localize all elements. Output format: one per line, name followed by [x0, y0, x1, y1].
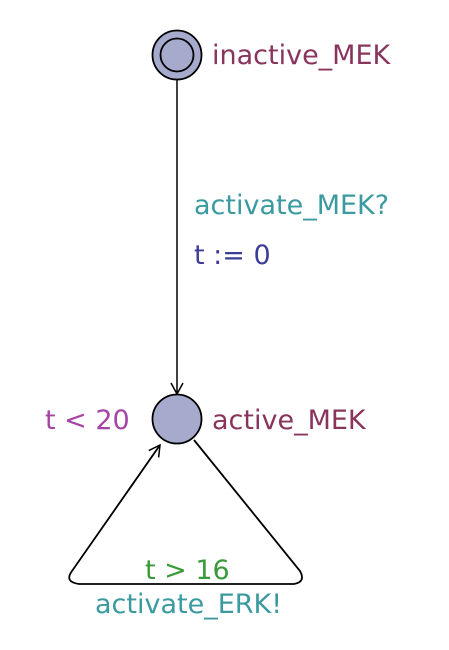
guard-label: t > 16: [145, 555, 230, 586]
location-name-inactive: inactive_MEK: [212, 40, 392, 71]
location-name-active: active_MEK: [212, 405, 367, 436]
location-inactive-mek[interactable]: [151, 29, 203, 81]
location-active-mek[interactable]: [151, 393, 203, 445]
synchronisation-label-activate-mek: activate_MEK?: [194, 190, 389, 221]
invariant-label: t < 20: [45, 405, 130, 436]
update-label-reset-clock: t := 0: [194, 240, 271, 271]
synchronisation-label-activate-erk: activate_ERK!: [95, 589, 282, 620]
edge-active-self-loop[interactable]: [68, 439, 303, 585]
initial-location-marker: [159, 37, 195, 73]
